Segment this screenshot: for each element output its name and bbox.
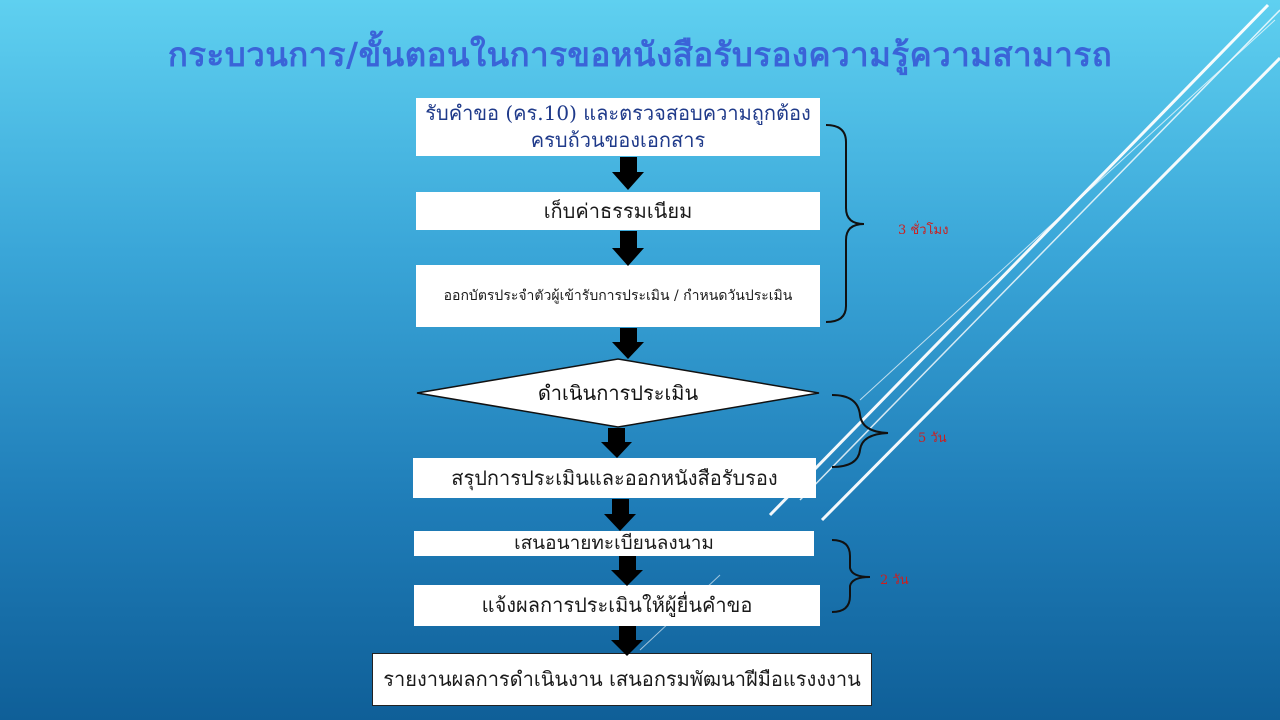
duration-2-days: 2 วัน bbox=[880, 573, 909, 588]
step-receive-request-line2: ครบถ้วนของเอกสาร bbox=[530, 128, 706, 152]
decision-diamond bbox=[416, 358, 820, 428]
arrow-7 bbox=[611, 626, 643, 656]
step-assessment: ดำเนินการประเมิน bbox=[537, 381, 699, 405]
step-report: รายงานผลการดำเนินงาน เสนอกรมพัฒนาฝีมือแร… bbox=[372, 653, 872, 706]
duration-3-hours: 3 ชั่วโมง bbox=[898, 223, 949, 238]
brace-2-days bbox=[831, 539, 871, 613]
duration-5-days: 5 วัน bbox=[918, 431, 947, 446]
brace-5-days bbox=[831, 394, 889, 468]
step-summarize: สรุปการประเมินและออกหนังสือรับรอง bbox=[413, 458, 816, 498]
page-title: กระบวนการ/ขั้นตอนในการขอหนังสือรับรองควา… bbox=[167, 35, 1113, 74]
arrow-5 bbox=[604, 499, 636, 531]
step-receive-request: รับคำขอ (คร.10) และตรวจสอบความถูกต้อง คร… bbox=[416, 98, 820, 156]
step-receive-request-line1: รับคำขอ (คร.10) และตรวจสอบความถูกต้อง bbox=[425, 101, 811, 125]
arrow-2 bbox=[612, 231, 644, 266]
step-notify-result: แจ้งผลการประเมินให้ผู้ยื่นคำขอ bbox=[414, 585, 820, 626]
arrow-6 bbox=[611, 556, 643, 586]
arrow-4 bbox=[601, 428, 632, 458]
arrow-3 bbox=[612, 328, 644, 359]
step-submit-registrar: เสนอนายทะเบียนลงนาม bbox=[414, 531, 814, 556]
flow-arrows bbox=[601, 157, 644, 656]
arrow-1 bbox=[612, 157, 644, 190]
step-collect-fee: เก็บค่าธรรมเนียม bbox=[416, 192, 820, 230]
brace-3-hours bbox=[825, 124, 865, 323]
step-issue-card: ออกบัตรประจำตัวผู้เข้ารับการประเมิน / กำ… bbox=[416, 265, 820, 327]
